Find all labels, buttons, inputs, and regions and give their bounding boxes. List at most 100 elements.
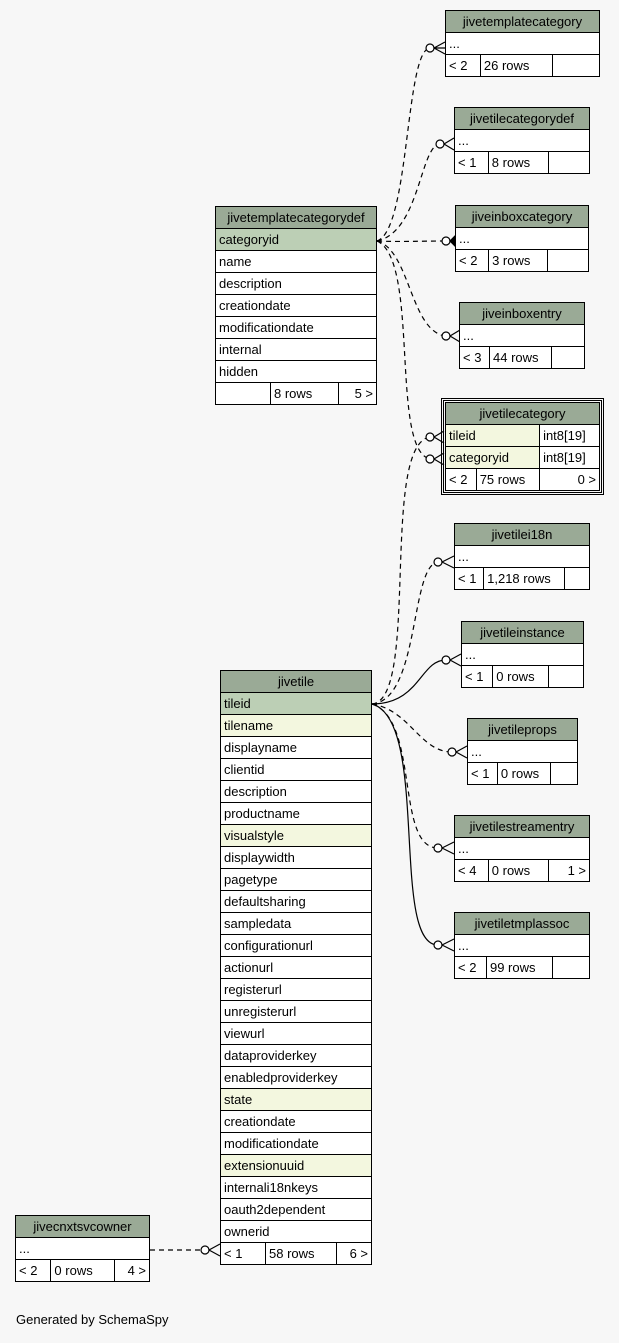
column-dataproviderkey: dataproviderkey (220, 1044, 372, 1067)
column-ellipsis: ... (15, 1237, 150, 1260)
edge-templatecategory (376, 47, 431, 242)
children-count (564, 567, 590, 590)
edge-inboxentry (376, 240, 446, 337)
edge-tilecategory-tileid (371, 436, 431, 705)
table-title[interactable]: jivetemplatecategorydef (215, 206, 377, 229)
column-tilename: tilename (220, 714, 372, 737)
column-ellipsis: ... (445, 32, 600, 55)
children-count: 1 > (548, 859, 590, 882)
row-count: 0 rows (496, 762, 552, 785)
column-tileid: tileid (220, 692, 372, 715)
table-title[interactable]: jivetiletmplassoc (454, 912, 590, 935)
row-count: 0 rows (492, 665, 549, 688)
column-type: int8[19] (539, 424, 600, 447)
children-count: 0 > (539, 468, 600, 491)
table-title[interactable]: jivetilecategorydef (454, 107, 590, 130)
column-ownerid: ownerid (220, 1220, 372, 1243)
table-title[interactable]: jivetemplatecategory (445, 10, 600, 33)
row-count: 26 rows (479, 54, 554, 77)
parents-count: < 1 (467, 762, 498, 785)
parents-count (215, 382, 271, 405)
table-title[interactable]: jiveinboxentry (459, 302, 585, 325)
edge-tilei18n (371, 561, 439, 705)
column-oauth2dependent: oauth2dependent (220, 1198, 372, 1221)
children-count (548, 665, 584, 688)
column-actionurl: actionurl (220, 956, 372, 979)
column-categoryid: categoryid (444, 446, 541, 469)
column-ellipsis: ... (454, 934, 590, 957)
table-title[interactable]: jivetilestreamentry (454, 815, 590, 838)
parents-count: < 3 (459, 346, 490, 369)
footer-generated-by: Generated by SchemaSpy (16, 1312, 169, 1327)
table-title[interactable]: jivetilecategory (445, 402, 600, 425)
row-count: 75 rows (475, 468, 541, 491)
parents-count: < 2 (445, 468, 477, 491)
column-internali18nkeys: internali18nkeys (220, 1176, 372, 1199)
column-creationdate: creationdate (215, 294, 377, 317)
table-title[interactable]: jivecnxtsvcowner (15, 1215, 150, 1238)
edge-tilecategorydef (376, 143, 441, 242)
table-title[interactable]: jivetileprops (467, 718, 578, 741)
children-count (547, 249, 589, 272)
edge-tileprops (371, 703, 453, 753)
row-count: 0 rows (487, 859, 550, 882)
children-count (550, 762, 578, 785)
edge-tilestreamentry (371, 703, 439, 849)
column-state: state (220, 1088, 372, 1111)
column-modificationdate: modificationdate (215, 316, 377, 339)
table-title[interactable]: jivetileinstance (461, 621, 584, 644)
column-ellipsis: ... (461, 643, 584, 666)
parents-count: < 1 (460, 665, 494, 688)
row-count: 1,218 rows (483, 567, 565, 590)
column-configurationurl: configurationurl (220, 934, 372, 957)
children-count: 5 > (337, 382, 378, 405)
column-ellipsis: ... (454, 129, 590, 152)
column-ellipsis: ... (454, 545, 590, 568)
parents-count: < 2 (14, 1259, 52, 1282)
column-description: description (215, 272, 377, 295)
column-internal: internal (215, 338, 377, 361)
column-registerurl: registerurl (220, 978, 372, 1001)
table-title[interactable]: jivetile (220, 670, 372, 693)
table-title[interactable]: jiveinboxcategory (455, 205, 589, 228)
column-creationdate: creationdate (220, 1110, 372, 1133)
edge-tilecategory-categoryid (376, 240, 431, 460)
column-visualstyle: visualstyle (220, 824, 372, 847)
row-count: 8 rows (487, 151, 550, 174)
row-count: 44 rows (489, 346, 552, 369)
children-count: 6 > (336, 1242, 372, 1265)
parents-count: < 1 (454, 151, 489, 174)
table-title[interactable]: jivetilei18n (454, 523, 590, 546)
row-count: 0 rows (50, 1259, 115, 1282)
row-count: 58 rows (264, 1242, 338, 1265)
column-tileid: tileid (444, 424, 541, 447)
column-viewurl: viewurl (220, 1022, 372, 1045)
row-count: 99 rows (485, 956, 554, 979)
column-displaywidth: displaywidth (220, 846, 372, 869)
row-count: 3 rows (488, 249, 548, 272)
children-count (548, 151, 590, 174)
table-jivetile[interactable]: jivetile tileid tilename displayname cli… (220, 670, 372, 1265)
edge-tiletmplassoc (371, 703, 439, 946)
table-jivetemplatecategorydef[interactable]: jivetemplatecategorydef categoryid name … (215, 206, 378, 405)
parents-count: < 2 (445, 54, 481, 77)
children-count (551, 346, 585, 369)
column-pagetype: pagetype (220, 868, 372, 891)
column-modificationdate: modificationdate (220, 1132, 372, 1155)
column-ellipsis: ... (467, 740, 578, 763)
column-defaultsharing: defaultsharing (220, 890, 372, 913)
column-productname: productname (220, 802, 372, 825)
edge-tileinstance (371, 659, 447, 705)
